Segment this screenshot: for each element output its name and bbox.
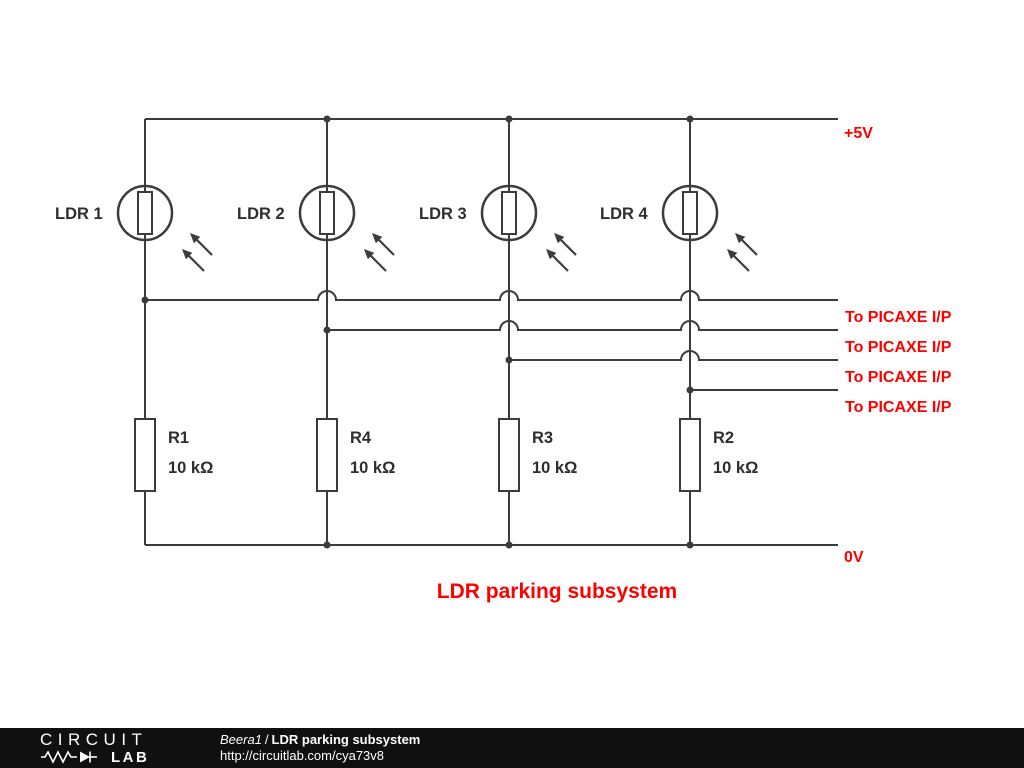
resistor-r3-symbol: [498, 418, 520, 492]
light-arrows-icon: [727, 233, 758, 272]
schematic-title: LDR parking subsystem: [436, 580, 678, 603]
ldr4-branch: [661, 119, 758, 545]
output-label-4: To PICAXE I/P: [845, 399, 952, 416]
ldr2-label: LDR 2: [237, 205, 285, 223]
ground-rail-label: 0V: [844, 549, 864, 566]
resistor-r2-label: R2 10 kΩ: [713, 423, 758, 483]
output-label-1: To PICAXE I/P: [845, 309, 952, 326]
schematic-area: LDR 1 LDR 2 LDR 3 LDR 4 R1 10 kΩ R4 10 k…: [55, 115, 952, 603]
footer-bar: CIRCUIT LAB Beera1/LDR parking subsystem…: [0, 728, 1024, 768]
resistor-value: 10 kΩ: [532, 459, 578, 477]
resistor-name: R4: [350, 429, 372, 447]
footer-title-line: Beera1/LDR parking subsystem: [220, 732, 420, 748]
light-arrows-icon: [364, 233, 395, 272]
circuitlab-logo[interactable]: CIRCUIT LAB: [40, 731, 180, 766]
resistor-r1-label: R1 10 kΩ: [168, 423, 213, 483]
light-arrows-icon: [182, 233, 213, 272]
junction-dots: [141, 115, 694, 549]
output-label-3: To PICAXE I/P: [845, 369, 952, 386]
resistor-diode-icon: [41, 750, 97, 764]
ldr1-label: LDR 1: [55, 205, 103, 223]
resistor-r3-label: R3 10 kΩ: [532, 423, 577, 483]
ldr1-branch: [116, 119, 213, 545]
output-wire-1: [145, 290, 838, 301]
author-name[interactable]: Beera1: [220, 732, 262, 747]
resistor-value: 10 kΩ: [350, 459, 396, 477]
footer-text: Beera1/LDR parking subsystem http://circ…: [220, 732, 420, 764]
light-arrows-icon: [546, 233, 577, 272]
resistor-value: 10 kΩ: [168, 459, 214, 477]
ldr3-branch: [480, 119, 577, 545]
ldr3-label: LDR 3: [419, 205, 467, 223]
resistor-name: R2: [713, 429, 735, 447]
output-wire-3: [509, 350, 838, 361]
ldr2-branch: [298, 119, 395, 545]
logo-lab-text: LAB: [111, 748, 150, 766]
project-title: LDR parking subsystem: [271, 732, 421, 747]
resistor-r1-symbol: [134, 418, 156, 492]
resistor-r2-symbol: [679, 418, 701, 492]
resistor-value: 10 kΩ: [713, 459, 759, 477]
resistor-name: R3: [532, 429, 554, 447]
resistor-r4-symbol: [316, 418, 338, 492]
logo-circuit-text: CIRCUIT: [40, 729, 148, 749]
circuit-url[interactable]: http://circuitlab.com/cya73v8: [220, 748, 385, 763]
output-label-2: To PICAXE I/P: [845, 339, 952, 356]
output-wire-2: [327, 320, 838, 331]
resistor-name: R1: [168, 429, 190, 447]
ldr4-label: LDR 4: [600, 205, 648, 223]
title-separator: /: [264, 732, 269, 747]
resistor-r4-label: R4 10 kΩ: [350, 423, 395, 483]
power-rail-label: +5V: [844, 125, 873, 142]
schematic-canvas: [116, 115, 838, 549]
